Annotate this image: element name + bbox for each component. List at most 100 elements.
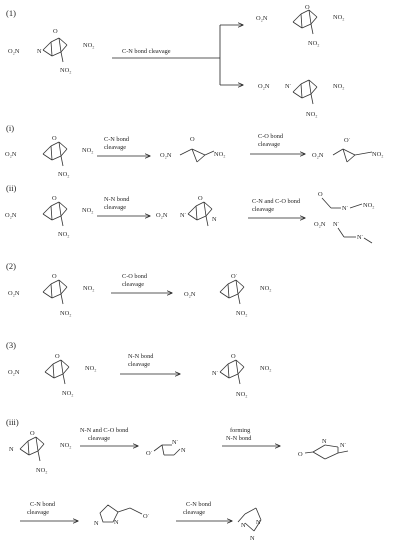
- atom-label: NO₂: [306, 111, 317, 118]
- atom-label: N: [114, 519, 119, 526]
- step-caption: forming: [230, 427, 251, 434]
- molecule-product: O˙ O₂N NO₂ NO₂: [184, 273, 271, 317]
- step-caption: N-N bond: [226, 435, 252, 442]
- atom-label: O₂N: [8, 290, 20, 297]
- step-caption: C-N bond: [104, 136, 130, 143]
- atom-label: O˙: [143, 513, 150, 520]
- atom-label: NO₂: [60, 442, 71, 449]
- atom-label: NO₂: [363, 202, 374, 209]
- step-caption: cleavage: [104, 204, 126, 211]
- atom-label: N˙: [285, 83, 292, 90]
- section-label: (1): [6, 8, 16, 18]
- section-label: (3): [6, 340, 16, 350]
- atom-label: O₂N: [256, 15, 268, 22]
- atom-label: O: [298, 451, 303, 458]
- atom-label: N˙: [180, 212, 187, 219]
- atom-label: O₂N: [314, 221, 326, 228]
- atom-label: NO₂: [60, 310, 71, 317]
- atom-label: N˙: [333, 221, 340, 228]
- molecule-intermediate: O₂N O NO₂: [160, 136, 225, 163]
- atom-label: NO₂: [260, 365, 271, 372]
- step-caption: C-N bond: [30, 501, 56, 508]
- section-3: (3) O O₂N NO₂ NO₂ N-N bond cleavage O N˙…: [6, 340, 271, 398]
- step-caption: cleavage: [183, 509, 205, 516]
- atom-label: O: [305, 4, 310, 11]
- molecule-reactant: O O₂N NO₂ NO₂: [5, 135, 93, 178]
- section-label: (ii): [6, 183, 17, 193]
- molecule-reactant: O N NO₂ NO₂: [9, 430, 71, 474]
- atom-label: NO₂: [82, 147, 93, 154]
- atom-label: O₂N: [5, 212, 17, 219]
- atom-label: NO₂: [372, 151, 383, 158]
- atom-label: N: [250, 535, 255, 542]
- step-caption: N-N and C-O bond: [80, 427, 129, 434]
- molecule-product: N N N: [237, 507, 262, 542]
- atom-label: O: [55, 353, 60, 360]
- atom-label: O: [318, 191, 323, 198]
- atom-label: NO₂: [58, 171, 69, 178]
- atom-label: O˙: [231, 273, 238, 280]
- atom-label: O: [30, 430, 35, 437]
- atom-label: NO₂: [333, 14, 344, 21]
- atom-label: NO₂: [36, 467, 47, 474]
- atom-label: O₂N: [312, 152, 324, 159]
- molecule-reactant: O O₂N N NO₂ NO₂: [8, 28, 94, 74]
- atom-label: N: [37, 48, 42, 55]
- step-caption: C-N and C-O bond: [252, 198, 301, 205]
- molecule-product: O N N˙: [298, 438, 349, 460]
- molecule-product: O₂N O˙ NO₂: [312, 137, 383, 163]
- atom-label: NO₂: [214, 151, 225, 158]
- step-caption: N-N bond: [128, 353, 154, 360]
- step-caption: C-O bond: [122, 273, 148, 280]
- molecule-product: O O₂N NO₂ NO₂: [256, 4, 344, 47]
- section-i: (i) O O₂N NO₂ NO₂ C-N bond cleavage O₂N …: [5, 123, 383, 178]
- section-ii: (ii) O O₂N NO₂ NO₂ N-N bond cleavage O O…: [5, 183, 374, 244]
- atom-label: NO₂: [83, 285, 94, 292]
- atom-label: N: [241, 522, 246, 529]
- step-caption: cleavage: [128, 361, 150, 368]
- section-iii: (iii) O N NO₂ NO₂ N-N and C-O bond cleav…: [6, 417, 349, 542]
- molecule-product: O N˙ NO₂ O₂N N˙ N˙: [314, 191, 374, 244]
- atom-label: N: [94, 520, 99, 527]
- atom-label: O₂N: [258, 83, 270, 90]
- section-label: (2): [6, 261, 16, 271]
- atom-label: N: [9, 446, 14, 453]
- atom-label: O₂N: [184, 291, 196, 298]
- atom-label: NO₂: [83, 42, 94, 49]
- step-caption: cleavage: [27, 509, 49, 516]
- atom-label: N˙: [172, 439, 179, 446]
- atom-label: NO₂: [60, 67, 71, 74]
- atom-label: O₂N: [8, 48, 20, 55]
- molecule-product: O N˙ NO₂ NO₂: [212, 353, 271, 398]
- atom-label: NO₂: [85, 365, 96, 372]
- section-label: (iii): [6, 417, 19, 427]
- atom-label: O: [190, 136, 195, 143]
- molecule-intermediate: N N O˙: [94, 504, 150, 527]
- atom-label: NO₂: [308, 40, 319, 47]
- atom-label: O˙: [146, 450, 153, 457]
- molecule-product: O₂N N˙ NO₂ NO₂: [258, 79, 344, 118]
- reaction-caption: C-N bond cleavage: [122, 48, 171, 55]
- step-caption: cleavage: [252, 206, 274, 213]
- atom-label: O₂N: [156, 212, 168, 219]
- atom-label: N˙: [357, 234, 364, 241]
- step-caption: cleavage: [104, 144, 126, 151]
- atom-label: O: [53, 28, 58, 35]
- step-caption: C-O bond: [258, 133, 284, 140]
- atom-label: O˙: [344, 137, 351, 144]
- atom-label: NO₂: [260, 285, 271, 292]
- atom-label: O: [52, 195, 57, 202]
- atom-label: O₂N: [160, 152, 172, 159]
- step-caption: N-N bond: [104, 196, 130, 203]
- atom-label: NO₂: [333, 83, 344, 90]
- atom-label: N: [322, 438, 327, 445]
- section-1: (1) O O₂N N NO₂ NO₂ C-N bond cleavage O …: [6, 4, 344, 118]
- atom-label: O: [52, 273, 57, 280]
- atom-label: O: [52, 135, 57, 142]
- atom-label: NO₂: [236, 391, 247, 398]
- atom-label: O₂N: [5, 151, 17, 158]
- step-caption: cleavage: [88, 435, 110, 442]
- molecule-reactant: O O₂N NO₂ NO₂: [8, 353, 96, 397]
- atom-label: NO₂: [236, 310, 247, 317]
